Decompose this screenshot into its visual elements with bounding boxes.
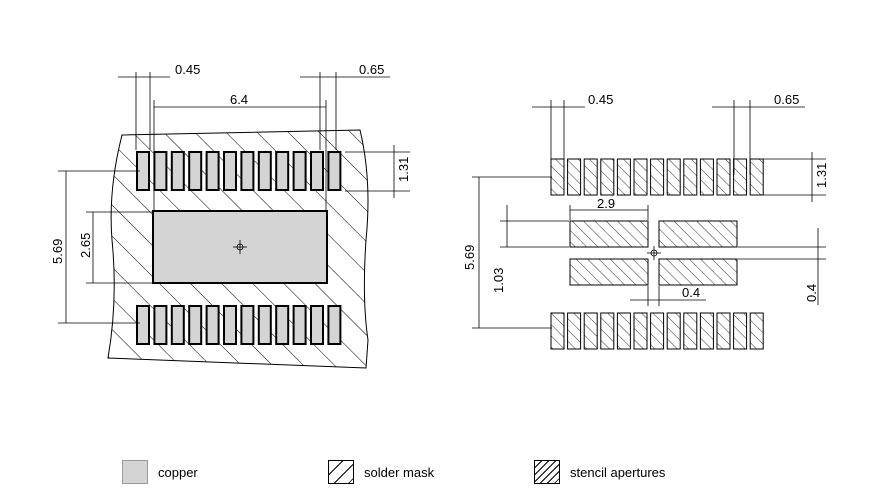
left-view: 0.45 0.65 6.4 1.31 5.69 2.65 [50,62,411,369]
aperture-bottom-right [658,258,738,286]
left-bottom-pad-row [136,305,342,345]
pad [749,158,764,196]
pad [616,158,631,196]
pad [733,158,748,196]
aperture-bottom-left [569,258,649,286]
pad [650,312,665,350]
legend-label: solder mask [364,464,435,480]
pad [327,305,342,345]
pad [292,151,307,191]
pad [567,158,582,196]
legend-copper: copper [122,458,198,486]
pad [716,158,731,196]
dim-right-pad-height: 1.31 [814,163,829,188]
legend-label: copper [158,464,198,480]
pad [733,312,748,350]
pad [257,305,272,345]
aperture-top-right [658,220,738,248]
left-dimension-lines [58,72,410,324]
pad [275,151,290,191]
pad [153,305,168,345]
center-mark [233,240,247,254]
right-top-pad-row [550,158,764,196]
dim-right-aperture-height: 1.03 [491,268,506,293]
pad [633,312,648,350]
legend-solder-mask: solder mask [328,458,434,486]
pad [136,305,150,345]
pad [327,151,342,191]
dim-left-pad-width: 0.45 [175,62,200,77]
pad [600,158,615,196]
dim-left-pad-to-pad: 5.69 [50,239,65,264]
pad [550,158,565,196]
dim-right-pad-width: 0.45 [588,92,613,107]
dim-left-span: 6.4 [230,92,248,107]
pad [240,305,255,345]
pad [666,312,681,350]
pad [616,312,631,350]
dim-right-pad-to-pad: 5.69 [462,245,477,270]
pad [275,305,290,345]
pad [567,312,582,350]
pad [583,158,598,196]
pad [223,305,237,345]
pad [683,312,698,350]
pad [633,158,648,196]
dim-right-aperture-width: 2.9 [597,196,615,211]
pad [188,305,203,345]
right-view: 0.45 0.65 1.31 5.69 2.9 1.03 0.4 0.4 [462,92,829,350]
pad [257,151,272,191]
aperture-top-left [569,220,649,248]
pad [699,158,714,196]
pad [550,312,565,350]
pad [153,151,168,191]
pad [666,158,681,196]
center-mark-right [647,246,661,260]
pad [170,151,185,191]
pad [683,158,698,196]
legend-stencil: stencil apertures [534,458,665,486]
dim-right-gap-v: 0.4 [804,284,819,302]
dim-left-pitch: 0.65 [359,62,384,77]
pad [205,151,220,191]
pad [240,151,255,191]
pad [600,312,615,350]
solder-mask-swatch [328,460,354,484]
pad [223,151,237,191]
stencil-swatch [534,460,560,484]
left-top-pad-row [136,151,342,191]
pad [716,312,731,350]
thermal-stencil-apertures [569,220,738,286]
pad [699,312,714,350]
right-bottom-pad-row [550,312,764,350]
pad [188,151,203,191]
pad [310,305,324,345]
pad [583,312,598,350]
pad [749,312,764,350]
dim-right-pitch: 0.65 [774,92,799,107]
dim-right-gap-h: 0.4 [682,285,700,300]
right-dimension-lines [472,100,826,329]
dim-left-pad-height: 1.31 [396,157,411,182]
pad [292,305,307,345]
pad [310,151,324,191]
pad [170,305,185,345]
legend-label: stencil apertures [570,464,666,480]
dim-left-thermal-pad: 2.65 [78,233,93,258]
pad [205,305,220,345]
copper-swatch [122,460,148,484]
pad [650,158,665,196]
